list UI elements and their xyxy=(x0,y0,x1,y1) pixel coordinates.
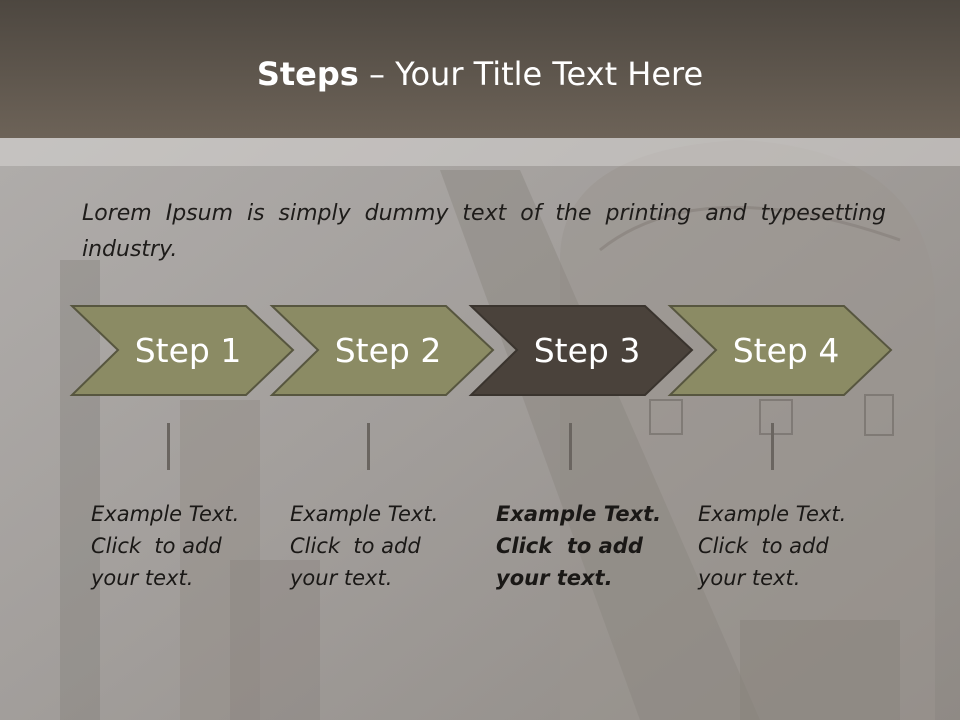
title-rest: – Your Title Text Here xyxy=(358,55,704,93)
step-2-chevron[interactable] xyxy=(269,305,495,396)
step-chevrons xyxy=(69,305,893,396)
step-2-desc-line-3: your text. xyxy=(290,566,393,590)
header-bar xyxy=(0,0,960,138)
step-2-label: Step 2 xyxy=(334,331,442,370)
step-3-description[interactable]: Example Text. Click to add your text. xyxy=(496,498,676,594)
step-4-desc-line-1: Example Text. xyxy=(698,502,847,526)
step-4-desc-line-3: your text. xyxy=(698,566,801,590)
title-bold: Steps xyxy=(256,55,359,93)
header-strip xyxy=(0,138,960,166)
step-3-desc-line-1: Example Text. xyxy=(496,502,662,526)
step-1-desc-line-1: Example Text. xyxy=(91,502,240,526)
slide-title[interactable]: Steps – Your Title Text Here xyxy=(0,52,960,96)
step-2-desc-line-2: Click to add xyxy=(290,534,421,558)
step-1-desc-line-3: your text. xyxy=(91,566,194,590)
step-2-description[interactable]: Example Text. Click to add your text. xyxy=(290,498,470,594)
step-3-desc-line-3: your text. xyxy=(496,566,613,590)
step-4-connector xyxy=(771,423,774,470)
step-4-desc-line-2: Click to add xyxy=(698,534,829,558)
step-1-connector xyxy=(167,423,170,470)
step-4-chevron[interactable] xyxy=(667,305,893,396)
step-1-chevron[interactable] xyxy=(69,305,295,396)
step-4-label: Step 4 xyxy=(732,331,840,370)
step-3-chevron[interactable] xyxy=(468,305,694,396)
intro-text[interactable]: Lorem Ipsum is simply dummy text of the … xyxy=(82,201,886,262)
step-1-label: Step 1 xyxy=(134,331,242,370)
step-1-desc-line-2: Click to add xyxy=(91,534,222,558)
step-2-desc-line-1: Example Text. xyxy=(290,502,439,526)
step-3-label: Step 3 xyxy=(533,331,641,370)
step-1-description[interactable]: Example Text. Click to add your text. xyxy=(91,498,271,594)
step-3-desc-line-2: Click to add xyxy=(496,534,643,558)
step-3-connector xyxy=(569,423,572,470)
step-4-description[interactable]: Example Text. Click to add your text. xyxy=(698,498,878,594)
step-2-connector xyxy=(367,423,370,470)
